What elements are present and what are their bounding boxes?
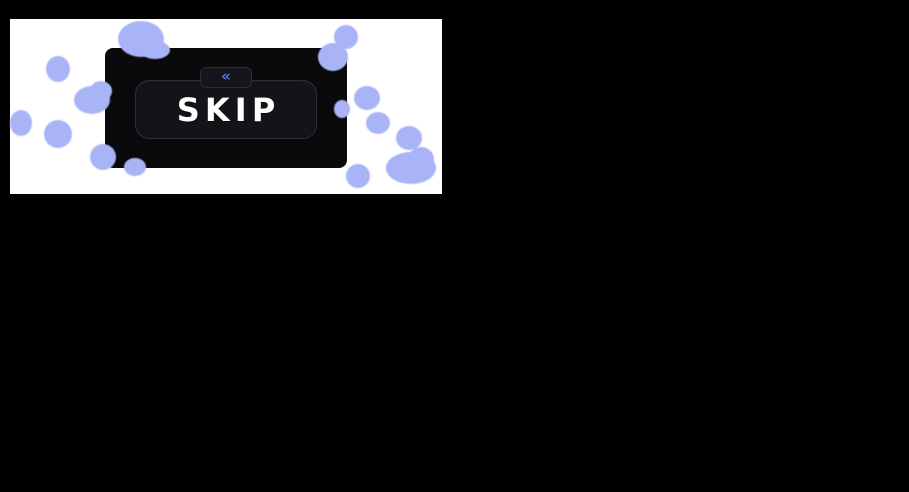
- paint-blob: [386, 152, 436, 184]
- paint-blob: [44, 120, 72, 148]
- paint-blob: [408, 147, 434, 171]
- paint-blob: [354, 86, 380, 110]
- drawing-canvas[interactable]: « SKIP: [10, 19, 442, 194]
- collapse-button[interactable]: «: [200, 67, 252, 88]
- skip-overlay-panel: « SKIP: [105, 48, 347, 168]
- paint-blob: [396, 126, 422, 150]
- paint-blob: [366, 112, 390, 134]
- paint-blob: [346, 164, 370, 188]
- skip-button-label: SKIP: [176, 90, 281, 129]
- paint-blob: [334, 25, 358, 49]
- paint-blob: [46, 56, 70, 82]
- double-chevron-left-icon: «: [221, 67, 231, 85]
- skip-button[interactable]: SKIP: [135, 80, 317, 139]
- paint-blob: [10, 110, 32, 136]
